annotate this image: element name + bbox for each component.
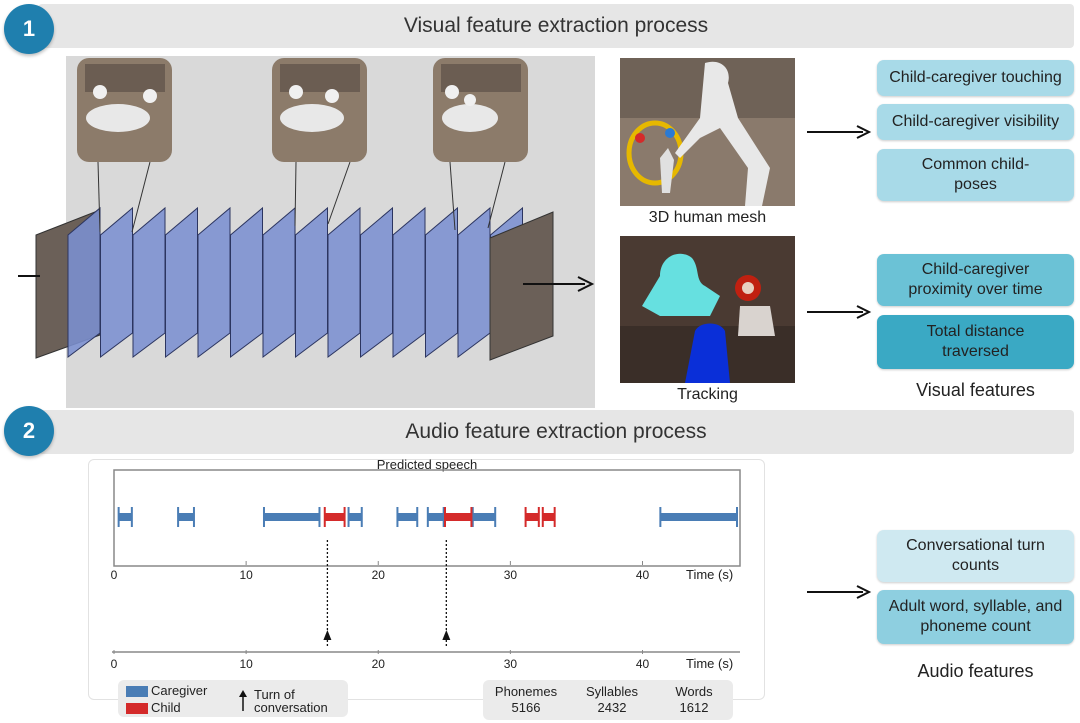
- tick-label: 40: [636, 568, 650, 582]
- feature-visibility: Child-caregiver visibility: [877, 104, 1074, 140]
- legend-child-swatch: [126, 703, 148, 714]
- child-speech-segment: [324, 513, 345, 521]
- video-frames-diagram: [18, 56, 595, 408]
- child-speech-segment: [525, 513, 539, 521]
- caregiver-speech-segment: [348, 513, 362, 521]
- tick-label: 20: [372, 657, 386, 671]
- legend-turn-label: Turn of conversation: [254, 687, 328, 715]
- axis-label-bottom: Time (s): [686, 656, 734, 671]
- caregiver-speech-segment: [397, 513, 418, 521]
- step1-badge: 1: [4, 4, 54, 54]
- zoom-line: [97, 161, 101, 233]
- feature-child-poses: Common child-poses: [877, 149, 1074, 201]
- legend-box: [118, 680, 348, 717]
- count-value: 5166: [511, 700, 541, 715]
- caregiver-speech-segment: [263, 513, 320, 521]
- tick-label: 30: [504, 568, 518, 582]
- step1-number: 1: [22, 16, 36, 41]
- legend-child-label: Child: [151, 700, 181, 715]
- count-label: Syllables: [585, 684, 639, 699]
- turn-arrowhead: [323, 630, 332, 640]
- feature-turn-counts: Conversational turn counts: [877, 530, 1074, 582]
- visual-features-label: Visual features: [916, 380, 1035, 400]
- axis-label-top: Time (s): [686, 567, 734, 582]
- mesh-image: [620, 58, 795, 206]
- feature-label: Child-caregiver proximity over time: [908, 261, 1043, 298]
- feature-word-counts: Adult word, syllable, and phoneme count: [877, 590, 1074, 644]
- caregiver-speech-segment: [660, 513, 737, 521]
- speech-chart-frame: [113, 469, 741, 567]
- tracking-caption: Tracking: [677, 386, 738, 403]
- counts-box: [483, 680, 733, 720]
- turn-arrowhead: [442, 630, 451, 640]
- zoom-line: [131, 161, 151, 233]
- zoom-line: [294, 161, 297, 227]
- child-speech-segment: [542, 513, 555, 521]
- section1-header: Visual feature extraction process: [38, 4, 1074, 48]
- section1-title: Visual feature extraction process: [403, 14, 709, 37]
- tick-label: 30: [504, 657, 518, 671]
- section2-title: Audio feature extraction process: [405, 420, 707, 443]
- audio-panel: [88, 459, 765, 700]
- count-label: Phonemes: [494, 684, 558, 699]
- speech-chart-title: Predicted speech: [376, 457, 478, 472]
- frame-thumbnail: [77, 58, 172, 162]
- feature-label: Common child-poses: [921, 156, 1030, 193]
- feature-distance: Total distance traversed: [877, 315, 1074, 369]
- video-frame-photo: [489, 211, 554, 361]
- feature-label: Child-caregiver visibility: [891, 113, 1060, 130]
- turn-legend-arrow-icon: [239, 690, 247, 711]
- tick-label: 20: [372, 568, 386, 582]
- legend-caregiver-label: Caregiver: [151, 683, 208, 698]
- count-value: 2432: [597, 700, 627, 715]
- tick-label: 10: [239, 568, 253, 582]
- caregiver-speech-segment: [178, 513, 194, 521]
- frame-thumbnail: [272, 58, 367, 162]
- tracking-image: [620, 236, 795, 383]
- caregiver-speech-segment: [118, 513, 132, 521]
- step2-number: 2: [22, 418, 36, 443]
- frame-thumbnail: [433, 58, 528, 162]
- count-words: Words 1612: [655, 684, 733, 716]
- caregiver-speech-segment: [472, 513, 496, 521]
- tick-label: 10: [239, 657, 253, 671]
- output-arrowhead: [577, 276, 595, 292]
- mesh-caption: 3D human mesh: [648, 209, 767, 226]
- feature-label: Child-caregiver touching: [889, 69, 1062, 86]
- visual-arrows: [807, 125, 872, 319]
- count-syllables: Syllables 2432: [569, 684, 655, 716]
- feature-label: Total distance traversed: [926, 323, 1025, 360]
- caregiver-speech-segment: [427, 513, 444, 521]
- audio-features-label: Audio features: [917, 661, 1034, 681]
- legend-caregiver-swatch: [126, 686, 148, 697]
- feature-label: Conversational turn counts: [906, 537, 1045, 574]
- child-speech-segment: [444, 513, 472, 521]
- count-label: Words: [675, 684, 713, 699]
- zoom-line: [487, 161, 506, 229]
- audio-arrow: [807, 585, 872, 599]
- section2-header: Audio feature extraction process: [38, 410, 1074, 454]
- zoom-line: [327, 161, 351, 225]
- feature-proximity: Child-caregiver proximity over time: [877, 254, 1074, 306]
- tick-label: 0: [111, 568, 118, 582]
- feature-touching: Child-caregiver touching: [877, 60, 1074, 96]
- feature-label: Adult word, syllable, and phoneme count: [888, 598, 1063, 635]
- count-value: 1612: [679, 700, 709, 715]
- count-phonemes: Phonemes 5166: [483, 684, 569, 716]
- tick-label: 0: [111, 657, 118, 671]
- zoom-line: [449, 161, 456, 231]
- step2-badge: 2: [4, 406, 54, 456]
- tick-label: 40: [636, 657, 650, 671]
